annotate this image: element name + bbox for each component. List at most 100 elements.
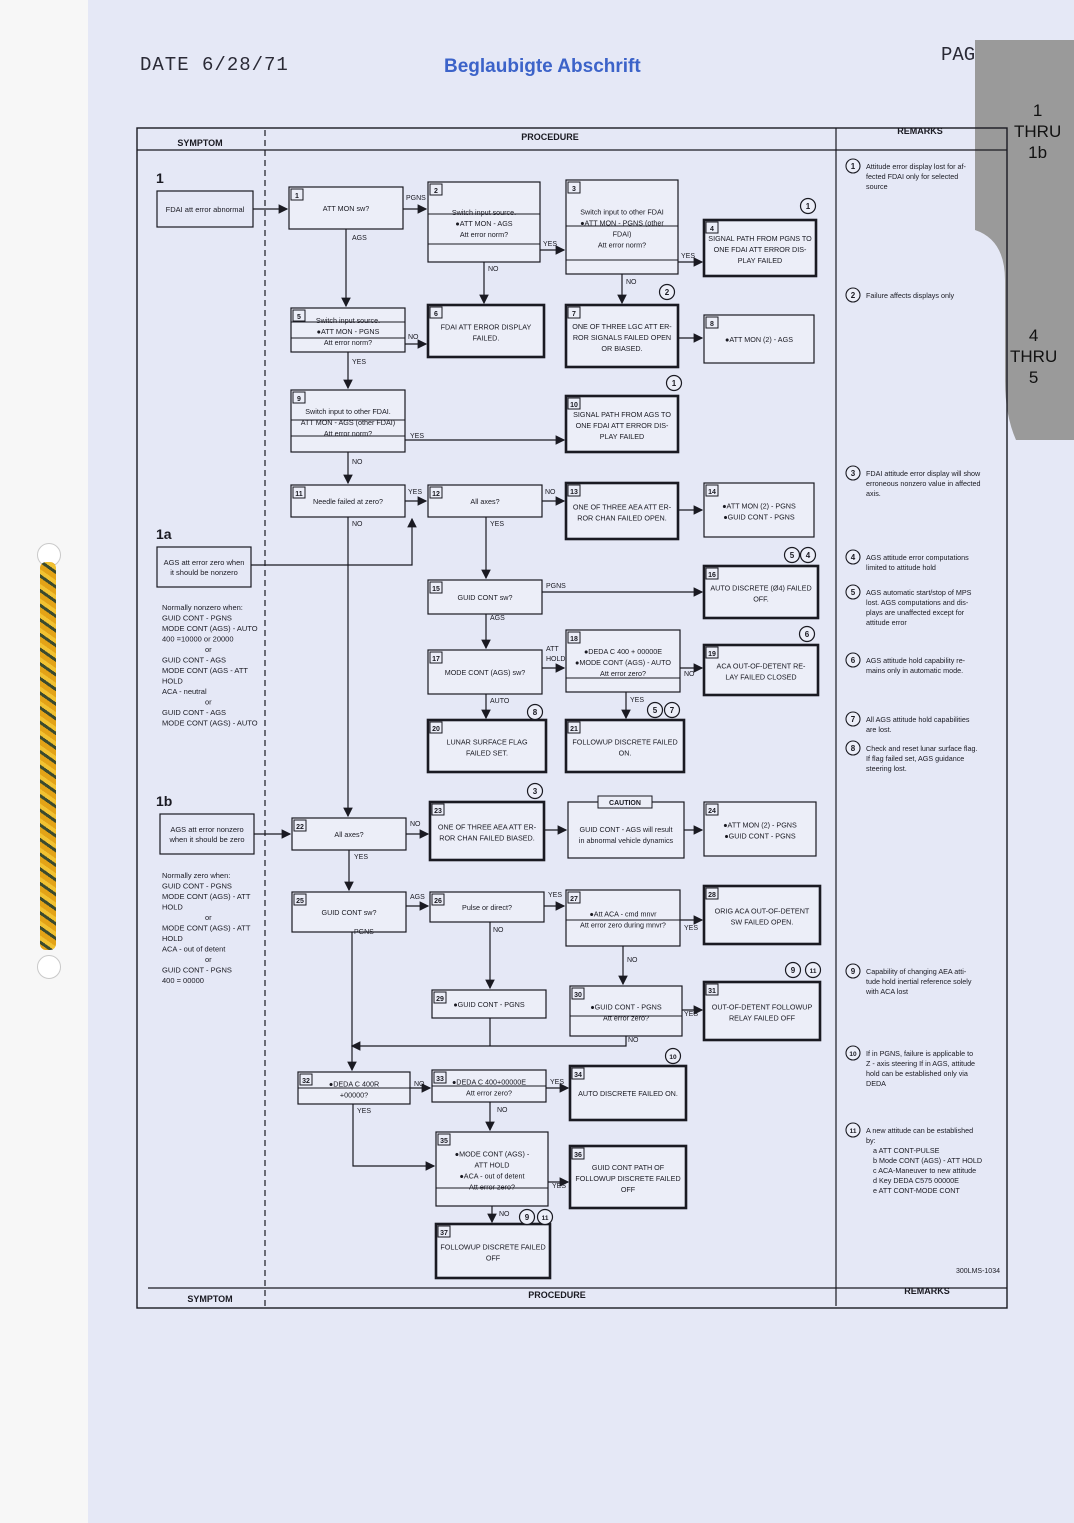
- edge-label: ATT: [546, 646, 559, 653]
- edge-label: YES: [552, 1183, 566, 1190]
- step-number: 37: [440, 1230, 448, 1237]
- step-number: 3: [572, 186, 576, 193]
- box-text: LAY FAILED CLOSED: [725, 673, 796, 682]
- procedure-box-14: [703, 482, 815, 538]
- step-number-frame: [292, 391, 306, 404]
- edge-label: NO: [627, 957, 638, 964]
- symptom-box: [159, 813, 255, 855]
- step-number: 14: [708, 489, 716, 496]
- remark-marker-number: 11: [810, 968, 817, 975]
- edge-label: YES: [684, 925, 698, 932]
- remark-text: If flag failed set, AGS guidance: [866, 754, 964, 763]
- step-number: 4: [710, 226, 714, 233]
- procedure-box-20: [426, 718, 548, 774]
- box-text: ●DEDA C 400+00000E: [452, 1078, 526, 1087]
- remark-text: axis.: [866, 489, 881, 498]
- remark-text: are lost.: [866, 725, 892, 734]
- step-number-frame: [437, 1133, 451, 1146]
- box-text: FOLLOWUP DISCRETE FAILED: [575, 1174, 680, 1183]
- column-footer-symptom: SYMPTOM: [187, 1294, 232, 1304]
- remark-text: AGS attitude error computations: [866, 553, 969, 562]
- procedure-box-15: [427, 579, 543, 615]
- box-text: FOLLOWUP DISCRETE FAILED: [440, 1243, 545, 1252]
- remark-text: attitude error: [866, 618, 907, 627]
- procedure-box-6: [426, 303, 546, 359]
- procedure-box-19: [702, 643, 820, 697]
- box-text: ROR CHAN FAILED OPEN.: [577, 514, 666, 523]
- box-text: RELAY FAILED OFF: [729, 1014, 796, 1023]
- edge-label: AGS: [352, 235, 367, 242]
- symptom-note: GUID CONT - PGNS: [162, 614, 232, 623]
- box-text: AUTO DISCRETE (Ø4) FAILED: [710, 584, 811, 593]
- step-number-frame: [705, 887, 719, 900]
- remark-text: Capability of changing AEA atti-: [866, 967, 967, 976]
- column-footer-procedure: PROCEDURE: [528, 1290, 586, 1300]
- box-text: ●MODE CONT (AGS) - AUTO: [575, 658, 671, 667]
- box-text: Att error norm?: [598, 241, 646, 250]
- remark-number-circle: [845, 287, 861, 303]
- edge-label: AGS: [410, 894, 425, 901]
- remark-marker-number: 3: [533, 787, 538, 796]
- box-text: ACA OUT-OF-DETENT RE-: [717, 662, 807, 671]
- step-number-frame: [299, 1073, 313, 1086]
- box-text: OFF: [621, 1185, 636, 1194]
- remark-number-circle: [845, 711, 861, 727]
- step-number-frame: [433, 991, 447, 1004]
- box-text: MODE CONT (AGS) sw?: [445, 668, 526, 677]
- symptom-note: HOLD: [162, 677, 183, 686]
- box-text: ATT MON sw?: [323, 204, 369, 213]
- box-text: OUT-OF-DETENT FOLLOWUP: [712, 1003, 813, 1012]
- symptom-note: ACA - out of detent: [162, 945, 226, 954]
- edge-label: NO: [684, 671, 695, 678]
- box-text: ●ATT MON (2) - AGS: [725, 335, 793, 344]
- symptom-note: GUID CONT - AGS: [162, 708, 226, 717]
- remark-text: Failure affects displays only: [866, 291, 955, 300]
- index-tab: [975, 40, 1074, 440]
- remark-marker-number: 6: [805, 630, 810, 639]
- remark-marker: [658, 283, 676, 301]
- edge-label: NO: [493, 927, 504, 934]
- box-text: GUID CONT sw?: [322, 908, 377, 917]
- edge-label: YES: [410, 433, 424, 440]
- step-number-frame: [705, 567, 719, 580]
- caution-text: in abnormal vehicle dynamics: [579, 836, 674, 845]
- remark-marker: [798, 625, 816, 643]
- box-text: ●DEDA C 400 + 00000E: [584, 647, 662, 656]
- step-number: 7: [572, 311, 576, 318]
- edge-label: YES: [548, 892, 562, 899]
- procedure-box-31: [702, 980, 822, 1042]
- box-text: ●MODE CONT (AGS) -: [455, 1150, 530, 1159]
- edge-label: YES: [630, 697, 644, 704]
- procedure-box-30: [569, 985, 683, 1037]
- caution-box: [567, 801, 685, 859]
- remark-number-circle: [845, 465, 861, 481]
- remark-marker-number: 2: [665, 288, 670, 297]
- step-number: 18: [570, 636, 578, 643]
- step-number-frame: [292, 486, 306, 499]
- remark-number: 11: [850, 1128, 857, 1135]
- step-number-frame: [567, 306, 581, 319]
- box-text: Switch input to other FDAI: [580, 208, 664, 217]
- box-text: ●GUID CONT - PGNS: [724, 832, 796, 841]
- box-text: ●ATT MON - PGNS (other: [580, 219, 664, 228]
- box-text: ON.: [619, 749, 632, 758]
- edge-label: YES: [684, 1011, 698, 1018]
- symptom-box: [156, 190, 254, 228]
- box-text: Att error zero during mnvr?: [580, 921, 666, 930]
- box-text: Att error norm?: [324, 338, 372, 347]
- step-number-frame: [437, 1225, 451, 1238]
- edge-label: YES: [490, 521, 504, 528]
- step-number: 13: [570, 489, 578, 496]
- remark-text: All AGS attitude hold capabilities: [866, 715, 970, 724]
- step-number-frame: [567, 721, 581, 734]
- step-number-frame: [433, 1071, 447, 1084]
- step-number: 25: [296, 898, 304, 905]
- page-frame: [136, 127, 1008, 1309]
- procedure-box-2: [427, 181, 541, 263]
- step-number: 30: [574, 992, 582, 999]
- procedure-box-29: [431, 989, 547, 1019]
- symptom-note: MODE CONT (AGS) - ATT: [162, 892, 251, 901]
- procedure-box-25: [291, 891, 407, 933]
- remark-marker: [526, 782, 544, 800]
- procedure-box-5: [290, 307, 406, 353]
